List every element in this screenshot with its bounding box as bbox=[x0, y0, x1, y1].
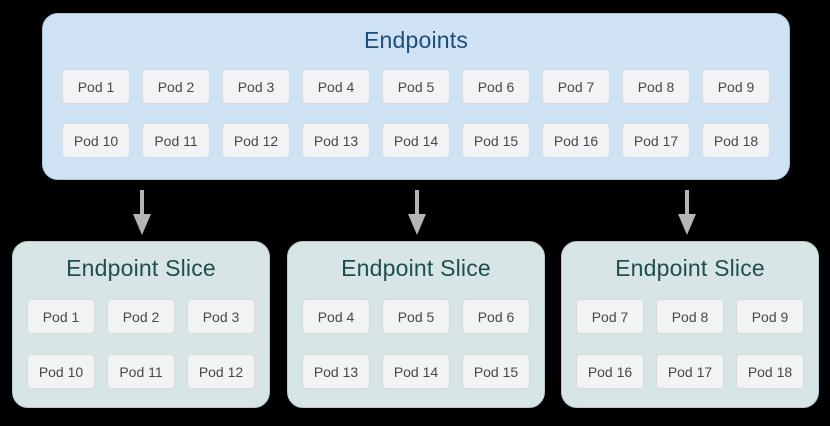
pod-row: Pod 4 Pod 5 Pod 6 bbox=[288, 299, 544, 334]
arrow-head bbox=[408, 214, 426, 235]
pod-chip: Pod 5 bbox=[382, 299, 450, 334]
slice-pod-grid: Pod 1 Pod 2 Pod 3 Pod 10 Pod 11 Pod 12 bbox=[13, 299, 269, 389]
endpoints-title: Endpoints bbox=[363, 27, 469, 53]
pod-row: Pod 13 Pod 14 Pod 15 bbox=[288, 354, 544, 389]
pod-chip: Pod 4 bbox=[302, 299, 370, 334]
pod-chip: Pod 12 bbox=[187, 354, 255, 389]
pod-chip: Pod 7 bbox=[576, 299, 644, 334]
down-arrow-icon bbox=[133, 190, 151, 235]
pod-chip: Pod 7 bbox=[542, 69, 610, 104]
pod-chip: Pod 15 bbox=[462, 354, 530, 389]
pod-chip: Pod 1 bbox=[62, 69, 130, 104]
pod-chip: Pod 5 bbox=[382, 69, 450, 104]
pod-chip: Pod 14 bbox=[382, 123, 450, 158]
pod-row: Pod 7 Pod 8 Pod 9 bbox=[562, 299, 818, 334]
pod-chip: Pod 18 bbox=[736, 354, 804, 389]
endpoints-box: Endpoints Pod 1 Pod 2 Pod 3 Pod 4 Pod 5 Pod 6… bbox=[42, 13, 790, 180]
arrow-stem bbox=[140, 190, 144, 214]
endpoints-pod-grid: Pod 1 Pod 2 Pod 3 Pod 4 Pod 5 Pod 6 Pod 7 Pod 8… bbox=[43, 69, 789, 158]
arrow-stem bbox=[685, 190, 689, 214]
endpoint-slice-title: Endpoint Slice bbox=[615, 255, 765, 281]
pod-chip: Pod 12 bbox=[222, 123, 290, 158]
arrow-head bbox=[678, 214, 696, 235]
pod-chip: Pod 9 bbox=[736, 299, 804, 334]
pod-chip: Pod 17 bbox=[656, 354, 724, 389]
pod-chip: Pod 17 bbox=[622, 123, 690, 158]
pod-row: Pod 10 Pod 11 Pod 12 Pod 13 Pod 14 Pod 15 Pod … bbox=[43, 123, 789, 158]
arrow-stem bbox=[415, 190, 419, 214]
pod-chip: Pod 3 bbox=[222, 69, 290, 104]
endpoint-slice-title: Endpoint Slice bbox=[66, 255, 216, 281]
pod-chip: Pod 11 bbox=[142, 123, 210, 158]
down-arrow-icon bbox=[678, 190, 696, 235]
pod-chip: Pod 3 bbox=[187, 299, 255, 334]
pod-row: Pod 1 Pod 2 Pod 3 bbox=[13, 299, 269, 334]
pod-chip: Pod 9 bbox=[702, 69, 770, 104]
pod-chip: Pod 16 bbox=[576, 354, 644, 389]
pod-row: Pod 1 Pod 2 Pod 3 Pod 4 Pod 5 Pod 6 Pod 7 Pod 8… bbox=[43, 69, 789, 104]
pod-chip: Pod 13 bbox=[302, 123, 370, 158]
slice-pod-grid: Pod 4 Pod 5 Pod 6 Pod 13 Pod 14 Pod 15 bbox=[288, 299, 544, 389]
pod-chip: Pod 6 bbox=[462, 69, 530, 104]
pod-chip: Pod 10 bbox=[27, 354, 95, 389]
pod-row: Pod 16 Pod 17 Pod 18 bbox=[562, 354, 818, 389]
down-arrow-icon bbox=[408, 190, 426, 235]
pod-chip: Pod 13 bbox=[302, 354, 370, 389]
pod-chip: Pod 15 bbox=[462, 123, 530, 158]
pod-chip: Pod 8 bbox=[622, 69, 690, 104]
pod-chip: Pod 1 bbox=[27, 299, 95, 334]
pod-row: Pod 10 Pod 11 Pod 12 bbox=[13, 354, 269, 389]
pod-chip: Pod 6 bbox=[462, 299, 530, 334]
arrow-head bbox=[133, 214, 151, 235]
pod-chip: Pod 10 bbox=[62, 123, 130, 158]
pod-chip: Pod 2 bbox=[142, 69, 210, 104]
pod-chip: Pod 18 bbox=[702, 123, 770, 158]
slice-pod-grid: Pod 7 Pod 8 Pod 9 Pod 16 Pod 17 Pod 18 bbox=[562, 299, 818, 389]
pod-chip: Pod 14 bbox=[382, 354, 450, 389]
pod-chip: Pod 11 bbox=[107, 354, 175, 389]
pod-chip: Pod 8 bbox=[656, 299, 724, 334]
pod-chip: Pod 2 bbox=[107, 299, 175, 334]
endpoint-slice-title: Endpoint Slice bbox=[341, 255, 491, 281]
pod-chip: Pod 16 bbox=[542, 123, 610, 158]
pod-chip: Pod 4 bbox=[302, 69, 370, 104]
